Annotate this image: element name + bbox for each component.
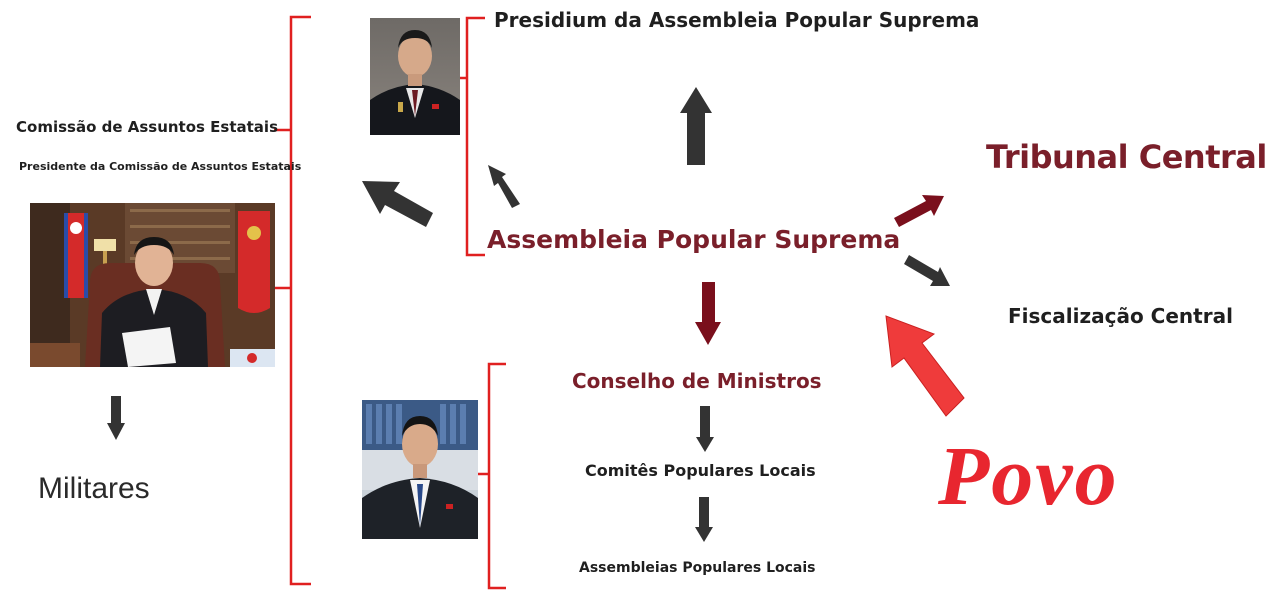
arrow-down-assembleias-locais xyxy=(695,497,713,542)
arrow-up-presidium xyxy=(680,87,712,165)
assembleia-label: Assembleia Popular Suprema xyxy=(487,225,901,254)
comissao-label: Comissão de Assuntos Estatais xyxy=(16,118,279,136)
fiscalizacao-label: Fiscalização Central xyxy=(1008,304,1233,328)
arrow-to-tribunal xyxy=(894,195,944,227)
povo-label: Povo xyxy=(938,430,1119,523)
bracket-comissao xyxy=(274,15,311,586)
assembleias-locais-label: Assembleias Populares Locais xyxy=(579,560,816,576)
presidium-label: Presidium da Assembleia Popular Suprema xyxy=(494,8,980,32)
presidium-photo xyxy=(370,18,460,135)
arrow-down-conselho xyxy=(695,282,721,345)
comites-label: Comitês Populares Locais xyxy=(585,461,816,480)
comissao-president-photo xyxy=(30,203,275,367)
arrow-to-comissao xyxy=(362,181,433,227)
arrow-down-militares xyxy=(107,396,125,440)
presidente-label: Presidente da Comissão de Assuntos Estat… xyxy=(19,160,302,173)
arrow-from-povo xyxy=(885,315,965,417)
arrow-small-upleft xyxy=(488,165,520,208)
conselho-label: Conselho de Ministros xyxy=(572,369,822,393)
bracket-presidium xyxy=(460,16,485,257)
conselho-premier-photo xyxy=(362,400,478,539)
bracket-conselho xyxy=(478,362,506,590)
militares-label: Militares xyxy=(38,472,150,505)
tribunal-label: Tribunal Central xyxy=(986,138,1267,176)
arrow-to-fiscalizacao xyxy=(904,255,950,286)
arrow-down-comites xyxy=(696,406,714,452)
